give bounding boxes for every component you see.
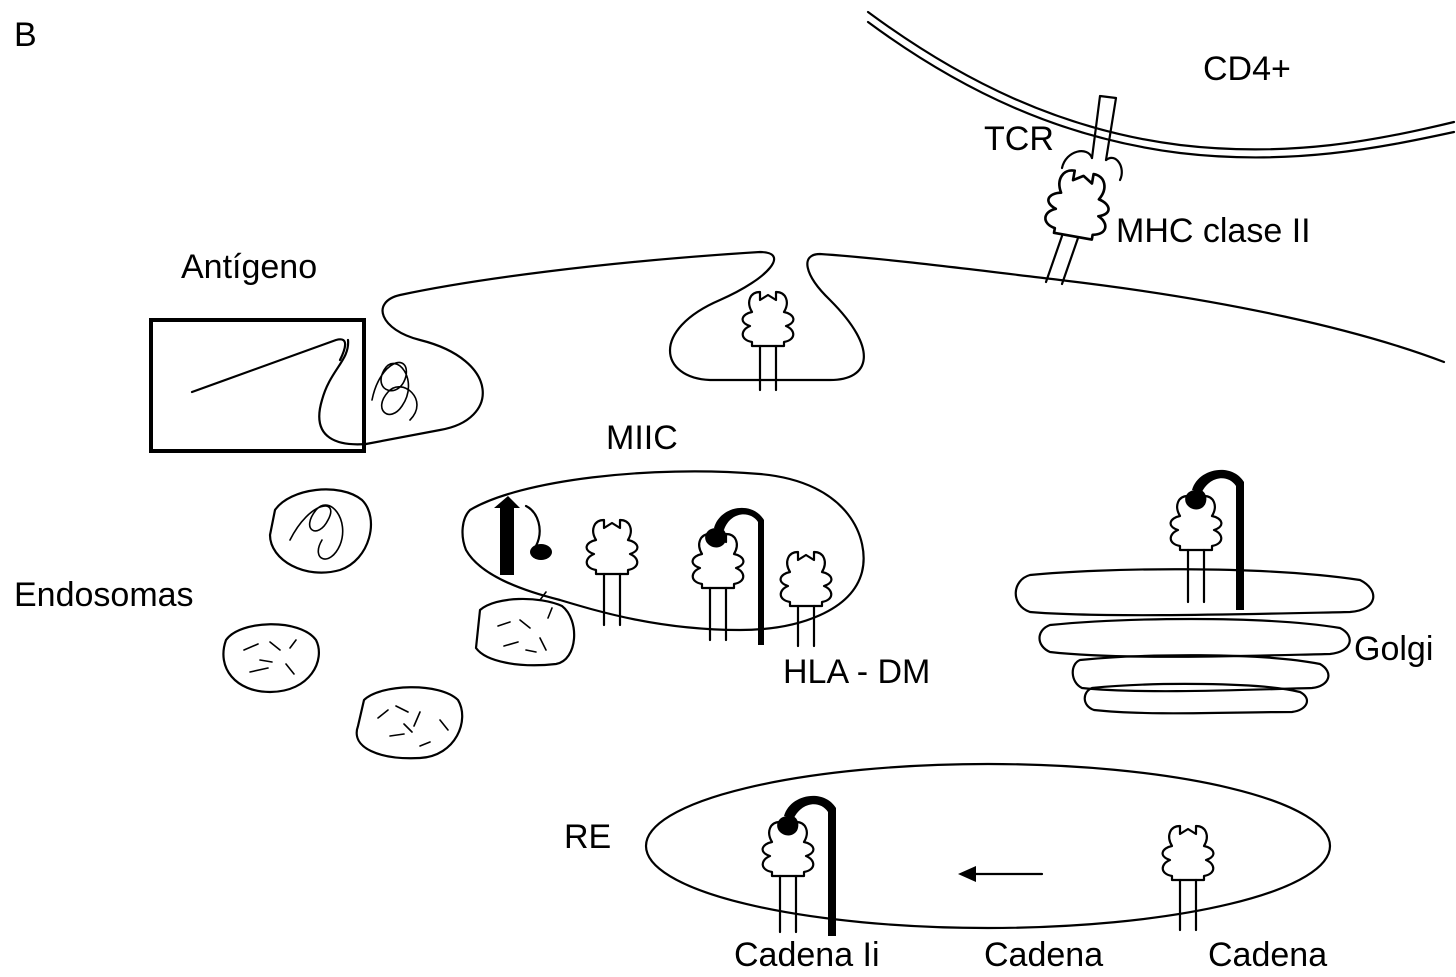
mhc-li-complex-er: [761, 795, 836, 936]
miic-compartment: [461, 470, 865, 632]
mhc-invagination: [741, 290, 795, 392]
tcr-label: TCR: [984, 120, 1054, 158]
mhc-label: MHC clase II: [1116, 212, 1311, 250]
apc-membrane: [364, 250, 1446, 446]
endosome-fusing: [474, 591, 576, 667]
er-arrow: [958, 866, 1044, 882]
antigen-label: Antígeno: [181, 248, 317, 286]
endosomes-label: Endosomas: [14, 576, 194, 614]
mhc-li-complex-miic: [691, 507, 764, 645]
mhc-er-unloaded: [1161, 824, 1215, 932]
endosome-3: [355, 686, 464, 760]
panel-letter: B: [14, 16, 37, 54]
tcr-receptor: [1060, 94, 1123, 182]
mhc-in-miic-1: [585, 518, 639, 627]
mhc-surface-molecule: [1041, 165, 1116, 286]
antigen-tangle: [371, 361, 418, 421]
chain-alpha-label: Cadena: [984, 936, 1103, 972]
invariant-chain-fragment: [494, 496, 552, 575]
chain-beta-label: Cadena: [1208, 936, 1327, 972]
endosome-2: [222, 623, 320, 694]
endosome-1: [268, 488, 373, 574]
cd4-label: CD4+: [1203, 50, 1291, 88]
cd4-cell-membrane: [866, 10, 1456, 159]
hla-dm-molecule: [779, 550, 833, 648]
golgi-label: Golgi: [1354, 630, 1433, 668]
antigen-strand: [190, 338, 347, 394]
golgi-apparatus: [1014, 568, 1375, 715]
re-label: RE: [564, 818, 611, 856]
mhc-li-complex-golgi: [1169, 469, 1244, 610]
hla-dm-label: HLA - DM: [783, 653, 930, 691]
miic-label: MIIC: [606, 419, 678, 457]
er-compartment: [644, 762, 1332, 930]
chain-ii-label: Cadena Ii: [734, 936, 880, 972]
antigen-protrusion: [318, 338, 368, 446]
antigen-box: [149, 318, 366, 453]
